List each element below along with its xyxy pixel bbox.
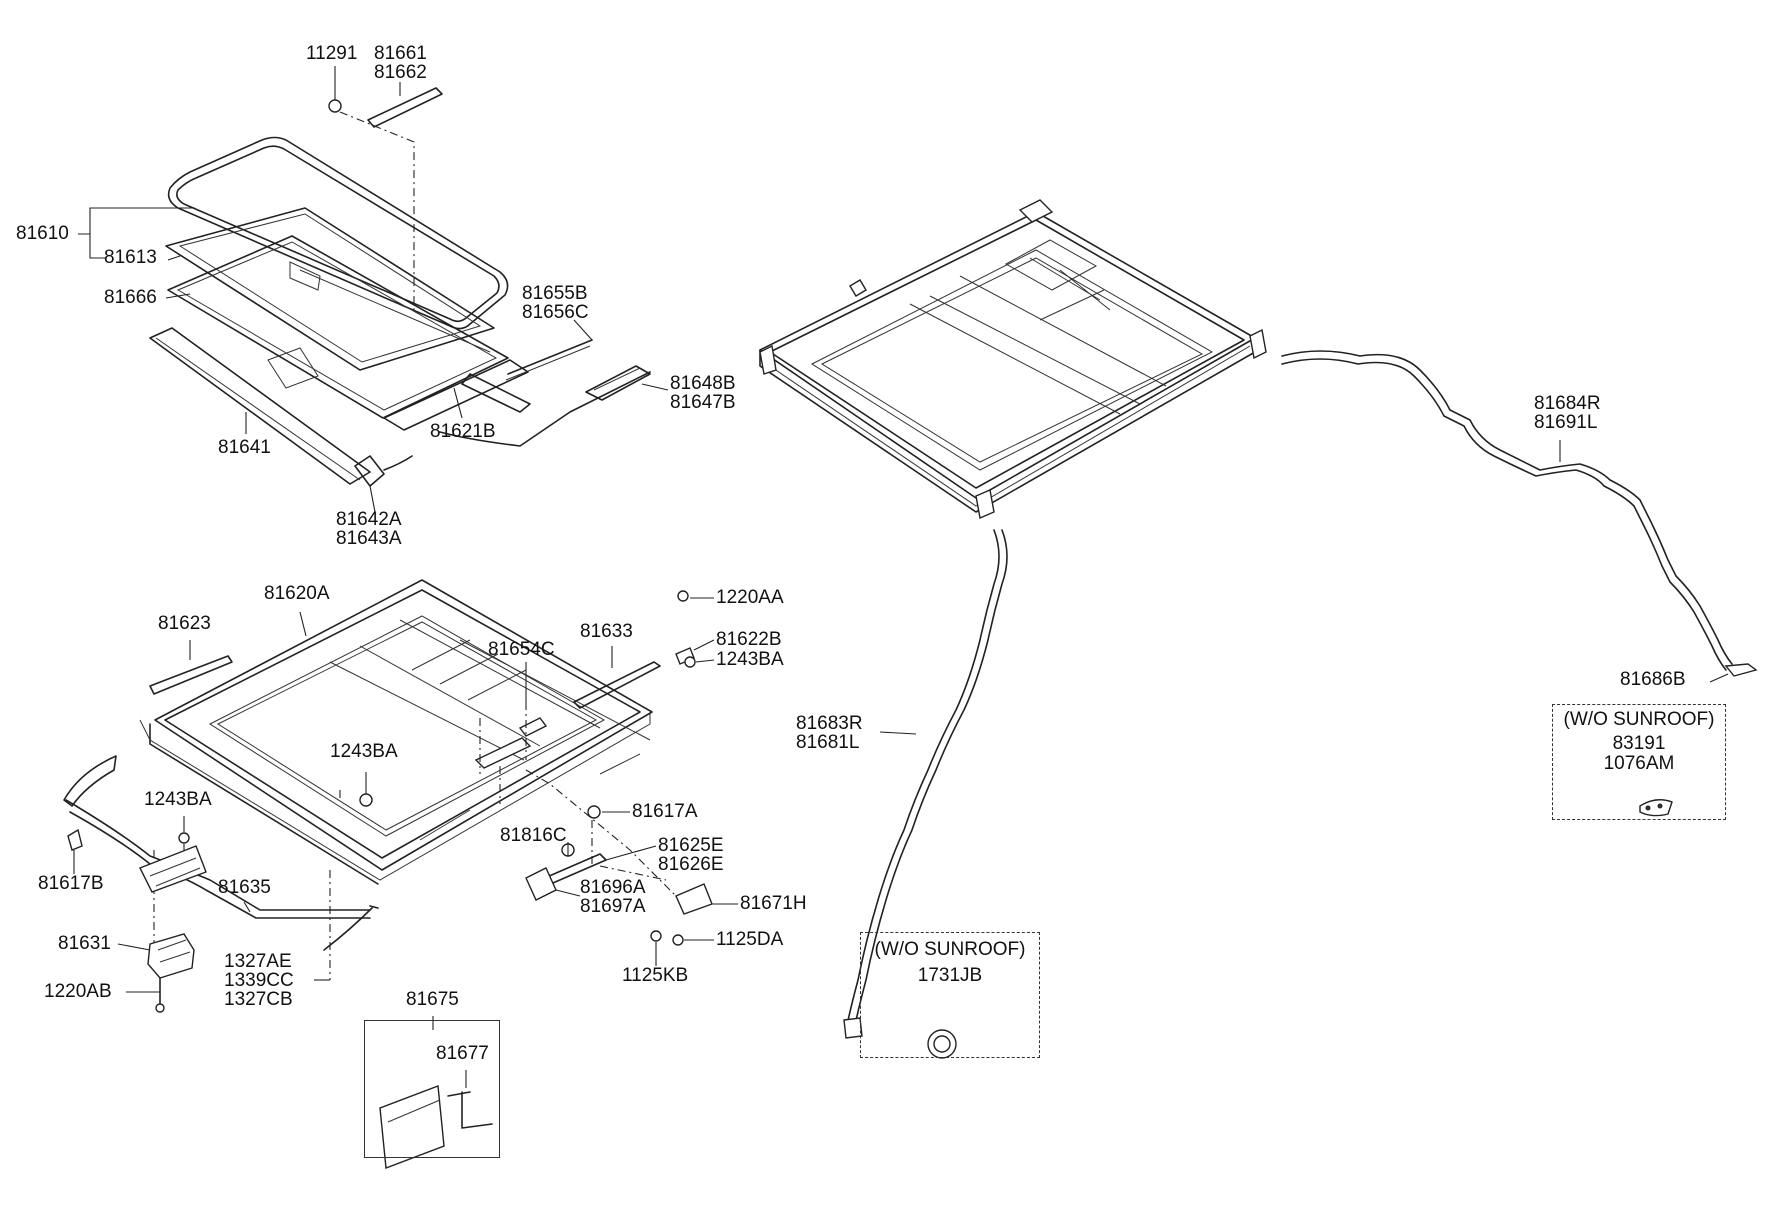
- sunroof-glass-assembly: [149, 87, 651, 487]
- label-1339CC: 1339CC: [224, 970, 294, 991]
- label-83191: 83191: [1612, 733, 1666, 754]
- label-81625E: 81625E: [658, 835, 724, 856]
- label-81617A: 81617A: [632, 801, 698, 822]
- wo-sunroof-title-rear: (W/O SUNROOF): [1563, 709, 1715, 730]
- label-81635: 81635: [218, 877, 271, 898]
- label-81691L: 81691L: [1534, 412, 1598, 433]
- label-81671H: 81671H: [740, 893, 807, 914]
- label-81617B: 81617B: [38, 873, 104, 894]
- label-81697A: 81697A: [580, 896, 646, 917]
- toolkit-box: [364, 1020, 500, 1158]
- label-1220AB: 1220AB: [44, 981, 112, 1002]
- label-81696A: 81696A: [580, 877, 646, 898]
- label-81613: 81613: [104, 247, 157, 268]
- label-81656C: 81656C: [522, 302, 589, 323]
- label-81683R: 81683R: [796, 713, 863, 734]
- label-1076AM: 1076AM: [1603, 753, 1675, 774]
- label-1243BA-left: 1243BA: [144, 789, 212, 810]
- leader-lines: [73, 66, 1729, 1088]
- drain-hose-rear: [1281, 350, 1758, 677]
- drain-hose-front: [843, 529, 1008, 1039]
- label-1125DA: 1125DA: [716, 929, 784, 950]
- label-1243BA-right: 1243BA: [716, 649, 784, 670]
- label-81686B: 81686B: [1620, 669, 1686, 690]
- sunroof-frame-assembly: [139, 579, 713, 980]
- plug-1076am: [1639, 799, 1673, 817]
- label-81677: 81677: [436, 1043, 489, 1064]
- label-81816C: 81816C: [500, 825, 567, 846]
- label-81622B: 81622B: [716, 629, 782, 650]
- label-81662: 81662: [374, 62, 427, 83]
- wo-sunroof-title-front: (W/O SUNROOF): [874, 939, 1026, 960]
- drive-cable-motor: [63, 755, 379, 1013]
- label-81610: 81610: [16, 223, 69, 244]
- label-1731JB: 1731JB: [917, 965, 983, 986]
- label-81631: 81631: [58, 933, 111, 954]
- label-1243BA-center: 1243BA: [330, 741, 398, 762]
- label-81626E: 81626E: [658, 854, 724, 875]
- label-1125KB: 1125KB: [622, 965, 689, 986]
- label-81623: 81623: [158, 613, 211, 634]
- label-81647B: 81647B: [670, 392, 736, 413]
- label-81642A: 81642A: [336, 509, 402, 530]
- label-81675: 81675: [406, 989, 459, 1010]
- label-81643A: 81643A: [336, 528, 402, 549]
- label-81681L: 81681L: [796, 732, 860, 753]
- label-11291: 11291: [306, 43, 358, 64]
- label-81621B: 81621B: [430, 421, 496, 442]
- label-1327AE: 1327AE: [224, 951, 292, 972]
- label-81661: 81661: [374, 43, 427, 64]
- label-1220AA: 1220AA: [716, 587, 784, 608]
- label-81633: 81633: [580, 621, 633, 642]
- label-81648B: 81648B: [670, 373, 736, 394]
- wo-sunroof-box-rear: [1552, 704, 1726, 820]
- label-81655B: 81655B: [522, 283, 588, 304]
- label-81620A: 81620A: [264, 583, 330, 604]
- grommet-1731jb: [927, 1029, 957, 1059]
- label-81654C: 81654C: [488, 639, 555, 660]
- tool-kit-81677: [379, 1085, 493, 1169]
- wo-sunroof-box-front: [860, 932, 1040, 1058]
- label-81641: 81641: [218, 437, 271, 458]
- sunroof-roof-frame: [759, 199, 1267, 519]
- label-1327CB: 1327CB: [224, 989, 293, 1010]
- label-81666: 81666: [104, 287, 157, 308]
- label-81684R: 81684R: [1534, 393, 1601, 414]
